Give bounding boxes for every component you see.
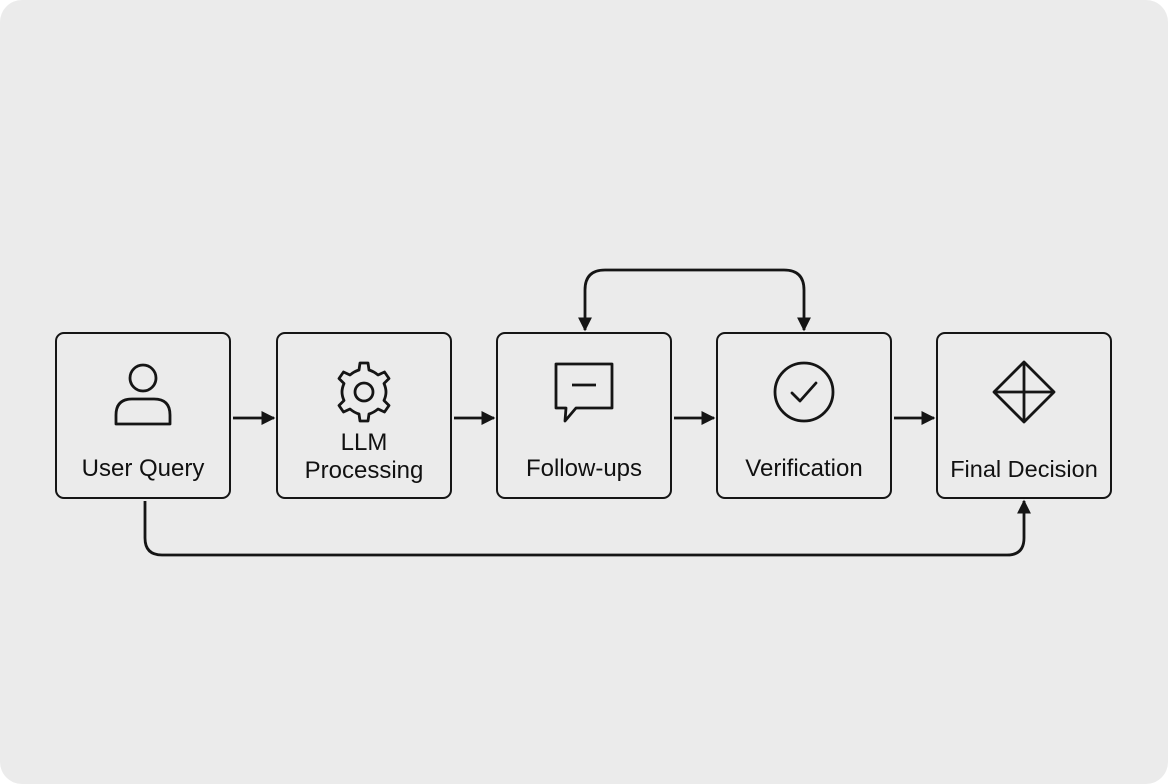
diamond-icon <box>990 358 1058 426</box>
node-llm-processing: LLM Processing <box>276 332 452 499</box>
node-verification: Verification <box>716 332 892 499</box>
node-label: LLM Processing <box>304 429 424 484</box>
checkmark-circle-icon <box>770 358 838 426</box>
node-label: Follow-ups <box>525 455 643 482</box>
node-follow-ups: Follow-ups <box>496 332 672 499</box>
node-user-query: User Query <box>55 332 231 499</box>
edge-user-query-to-final-decision-bypass <box>143 499 1031 557</box>
node-label: Verification <box>745 455 863 482</box>
gear-icon <box>330 358 398 426</box>
chat-bubble-icon <box>550 358 618 426</box>
node-label: User Query <box>81 455 205 482</box>
edge-follow-ups-verification-loop <box>578 268 811 332</box>
node-final-decision: Final Decision <box>936 332 1112 499</box>
node-label: Final Decision <box>950 456 1098 482</box>
user-icon <box>109 358 177 426</box>
